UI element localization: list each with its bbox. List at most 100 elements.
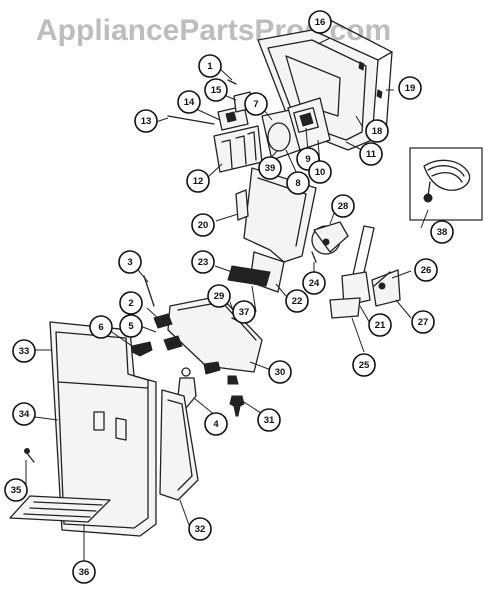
callout-32: 32 (188, 517, 212, 541)
callout-37: 37 (232, 300, 256, 324)
callout-number: 22 (292, 296, 303, 307)
callout-circle (186, 169, 210, 193)
callout-number: 28 (338, 201, 349, 212)
callout-circle (204, 78, 228, 102)
callout-14: 14 (177, 90, 201, 114)
callout-circle (308, 10, 332, 34)
callout-number: 10 (315, 167, 326, 178)
callout-29: 29 (207, 284, 231, 308)
callout-number: 15 (211, 85, 222, 96)
callout-circle (232, 300, 256, 324)
callout-number: 39 (265, 163, 276, 174)
callout-circle (12, 339, 36, 363)
callout-number: 19 (405, 83, 416, 94)
callout-number: 2 (128, 298, 133, 309)
callout-15: 15 (204, 78, 228, 102)
callout-number: 18 (372, 126, 383, 137)
callout-number: 26 (421, 265, 432, 276)
callout-31: 31 (257, 408, 281, 432)
callout-circle (89, 315, 113, 339)
callout-circle (134, 109, 158, 133)
callout-number: 32 (195, 524, 206, 535)
callout-number: 34 (19, 409, 30, 420)
callout-circle (286, 171, 310, 195)
callout-3: 3 (118, 250, 142, 274)
callout-30: 30 (268, 360, 292, 384)
callout-circle (258, 156, 282, 180)
callout-10: 10 (308, 160, 332, 184)
callout-circle (118, 250, 142, 274)
callout-number: 5 (128, 321, 134, 332)
callout-circle (365, 119, 389, 143)
callout-circle (414, 258, 438, 282)
callout-circle (244, 92, 268, 116)
callout-4: 4 (204, 412, 228, 436)
callout-circle (4, 478, 28, 502)
callout-number: 38 (437, 227, 448, 238)
callout-circle (308, 160, 332, 184)
callout-35: 35 (4, 478, 28, 502)
callout-number: 30 (275, 367, 286, 378)
callout-36: 36 (72, 560, 96, 584)
callout-circle (285, 289, 309, 313)
callout-13: 13 (134, 109, 158, 133)
callout-26: 26 (414, 258, 438, 282)
callout-number: 1 (207, 61, 213, 72)
callout-circle (257, 408, 281, 432)
callout-number: 4 (213, 419, 219, 430)
callout-circle (119, 314, 143, 338)
plunger-parts (143, 275, 245, 417)
callout-number: 21 (375, 320, 386, 331)
lever-assembly (227, 221, 349, 293)
callout-12: 12 (186, 169, 210, 193)
callout-number: 11 (366, 149, 377, 160)
callout-number: 16 (315, 17, 326, 28)
right-lever (329, 225, 401, 319)
funnel-chute (159, 389, 199, 501)
callout-number: 23 (198, 257, 209, 268)
callout-circle (352, 353, 376, 377)
callout-1: 1 (198, 54, 222, 78)
callout-circle (119, 291, 143, 315)
callout-number: 20 (198, 220, 209, 231)
callout-number: 37 (239, 307, 250, 318)
callout-16: 16 (308, 10, 332, 34)
callout-number: 35 (11, 485, 22, 496)
callout-circle (302, 271, 326, 295)
callout-circle (191, 250, 215, 274)
callout-circle (368, 313, 392, 337)
callout-circle (191, 213, 215, 237)
callout-circle (359, 142, 383, 166)
callout-number: 29 (214, 291, 225, 302)
callout-circle (12, 402, 36, 426)
callout-circle (177, 90, 201, 114)
callout-28: 28 (331, 194, 355, 218)
callout-circle (430, 220, 454, 244)
callout-circle (72, 560, 96, 584)
callout-number: 7 (253, 99, 258, 110)
callout-circle (411, 310, 435, 334)
callout-circle (398, 76, 422, 100)
callout-number: 6 (98, 322, 103, 333)
callout-circle (268, 360, 292, 384)
callout-circle (207, 284, 231, 308)
callout-5: 5 (119, 314, 143, 338)
wire-harness-inset (409, 147, 483, 221)
callout-2: 2 (119, 291, 143, 315)
callout-23: 23 (191, 250, 215, 274)
callout-6: 6 (89, 315, 113, 339)
callout-number: 9 (305, 154, 310, 165)
callout-circle (188, 517, 212, 541)
callout-number: 13 (141, 116, 152, 127)
callout-24: 24 (302, 271, 326, 295)
callout-number: 27 (418, 317, 429, 328)
callout-19: 19 (398, 76, 422, 100)
callout-21: 21 (368, 313, 392, 337)
callout-34: 34 (12, 402, 36, 426)
callout-27: 27 (411, 310, 435, 334)
callout-number: 24 (309, 278, 320, 289)
callout-25: 25 (352, 353, 376, 377)
callout-layer: 1234567891011121314151618192021222324252… (4, 10, 454, 584)
callout-number: 12 (193, 176, 204, 187)
